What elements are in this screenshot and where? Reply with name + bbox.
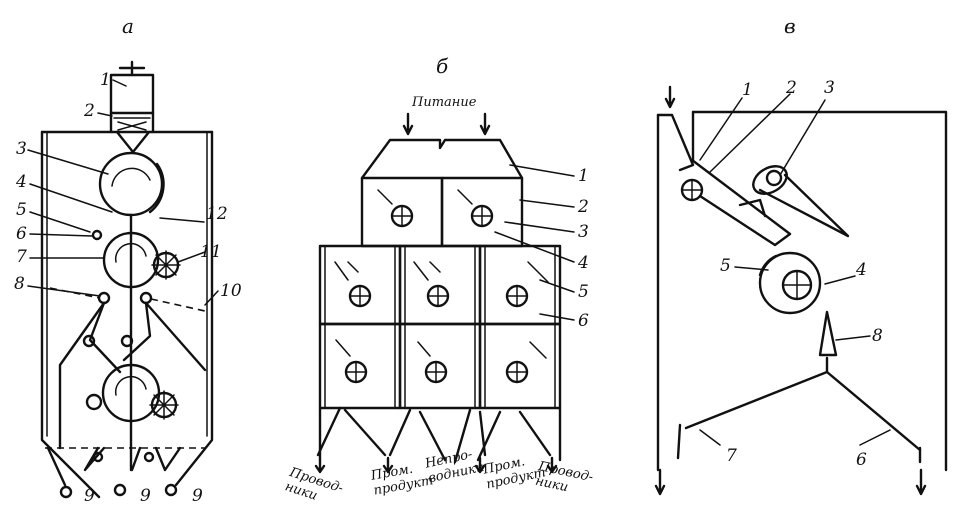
panel-a-label-5: 5 bbox=[16, 200, 27, 220]
panel-b-label-2: 2 bbox=[578, 197, 589, 217]
panel-a-label-6: 6 bbox=[16, 224, 27, 244]
feed-label: Питание bbox=[412, 95, 477, 110]
panel-a-drawing bbox=[27, 60, 219, 499]
panel-v-label-8: 8 bbox=[872, 326, 883, 346]
panel-v-label-1: 1 bbox=[742, 80, 753, 100]
panel-a-label-8: 8 bbox=[14, 274, 25, 294]
panel-b-heading: б bbox=[436, 54, 449, 78]
panel-b-label-5: 5 bbox=[578, 282, 589, 302]
panel-a-label-2: 2 bbox=[84, 101, 95, 121]
panel-b-drawing bbox=[314, 112, 575, 474]
panel-a-label-1: 1 bbox=[100, 70, 111, 90]
panel-v-heading: в bbox=[784, 14, 796, 38]
panel-a-label-9c: 9 bbox=[192, 486, 203, 506]
panel-v-label-3: 3 bbox=[824, 78, 835, 98]
panel-a-label-10: 10 bbox=[220, 281, 242, 301]
panel-b-label-3: 3 bbox=[578, 222, 589, 242]
panel-a-label-11: 11 bbox=[200, 242, 222, 262]
panel-b-label-4: 4 bbox=[578, 253, 589, 273]
panel-a-label-7: 7 bbox=[16, 247, 27, 267]
panel-b-label-1: 1 bbox=[578, 166, 589, 186]
panel-v-label-5: 5 bbox=[720, 256, 731, 276]
panel-b-label-6: 6 bbox=[578, 311, 589, 331]
panel-a-label-9b: 9 bbox=[140, 486, 151, 506]
panel-v-label-7: 7 bbox=[726, 446, 737, 466]
panel-a-heading: а bbox=[122, 14, 134, 38]
panel-a-label-12: 12 bbox=[206, 204, 228, 224]
panel-a-label-9a: 9 bbox=[84, 486, 95, 506]
panel-a-label-4: 4 bbox=[16, 172, 27, 192]
panel-v-label-2: 2 bbox=[786, 78, 797, 98]
panel-v-drawing bbox=[654, 85, 948, 496]
panel-v-label-4: 4 bbox=[856, 260, 867, 280]
panel-v-label-6: 6 bbox=[856, 450, 867, 470]
panel-a-label-3: 3 bbox=[16, 139, 27, 159]
